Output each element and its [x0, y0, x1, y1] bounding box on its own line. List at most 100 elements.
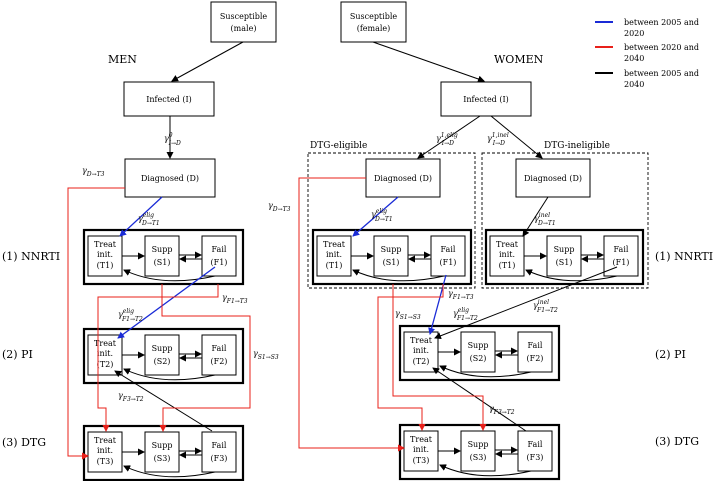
svg-text:(T1): (T1) [326, 261, 343, 270]
svg-text:(F3): (F3) [527, 453, 544, 462]
group-inel-nnrti [484, 228, 645, 286]
rate-f3-t2-male: γF3→T2 [118, 391, 144, 403]
arrow-diag-t1-eligible [352, 196, 399, 237]
svg-text:Fail: Fail [212, 344, 227, 353]
svg-text:Supp: Supp [152, 441, 173, 450]
node-susceptible-male: Susceptible (male) [210, 1, 277, 43]
node-supp-men-nnrti: Supp(S1) [144, 235, 180, 277]
svg-text:(male): (male) [231, 24, 257, 33]
node-supp-inel-nnrti: Supp (S1) [546, 235, 582, 277]
svg-text:(S3): (S3) [154, 454, 171, 463]
arrow-f3-t2-female [432, 367, 527, 432]
group-men-pi [82, 327, 245, 385]
svg-text:Treat: Treat [94, 339, 117, 348]
svg-text:(S1): (S1) [383, 258, 400, 267]
rate-f1-t3-female: γF1→T3 [448, 289, 474, 301]
svg-text:(F2): (F2) [211, 357, 228, 366]
row-label-pi-left: (2) PI [2, 348, 33, 361]
node-diagnosed-male: Diagnosed (D) [124, 158, 216, 198]
svg-text:(female): (female) [357, 24, 391, 33]
svg-text:(F2): (F2) [527, 354, 544, 363]
arrow-sus-inf-female [372, 41, 485, 83]
svg-text:init.: init. [326, 250, 342, 259]
svg-text:init.: init. [97, 446, 113, 455]
svg-text:(S2): (S2) [154, 357, 171, 366]
arrow-s1-s3-female [392, 284, 487, 431]
arrow-f-t-women-dtg [439, 464, 532, 477]
row-label-dtg-left: (3) DTG [2, 436, 46, 449]
arrow-inf-diag-eligible [417, 115, 481, 159]
svg-text:Supp: Supp [554, 245, 575, 254]
svg-text:Fail: Fail [212, 245, 227, 254]
svg-text:(T3): (T3) [413, 456, 430, 465]
arrow-s1-s3-male [159, 284, 251, 432]
svg-text:Supp: Supp [468, 440, 489, 449]
node-fail-men-nnrti: Fail (F1) [201, 235, 237, 277]
svg-text:(S2): (S2) [470, 354, 487, 363]
node-fail-women-pi: Fail (F2) [517, 331, 553, 373]
arrow-sus-inf-male [171, 41, 244, 82]
node-fail-inel-nnrti: Fail(F1) [603, 235, 639, 277]
heading-men: MEN [108, 53, 137, 66]
svg-text:(S1): (S1) [154, 258, 171, 267]
svg-text:Fail: Fail [212, 441, 227, 450]
rate-d-t3-female: γD→T3 [268, 201, 291, 213]
svg-text:Fail: Fail [528, 341, 543, 350]
legend-label-blue-1: between 2005 and [624, 18, 699, 27]
group-dtg-eligible [307, 152, 476, 289]
arrow-diag-t3-male [67, 187, 125, 460]
arrow-f-t-men-pi [123, 368, 216, 381]
legend-label-blue-2: 2020 [624, 29, 644, 38]
svg-text:Diagnosed (D): Diagnosed (D) [524, 174, 582, 183]
svg-text:Susceptible: Susceptible [220, 12, 268, 21]
node-supp-women-pi: Supp(S2) [460, 331, 496, 373]
node-supp-men-pi: Supp (S2) [144, 334, 180, 376]
group-men-nnrti [82, 228, 245, 286]
svg-text:init.: init. [413, 346, 429, 355]
svg-text:(F1): (F1) [211, 258, 228, 267]
svg-text:(S3): (S3) [470, 453, 487, 462]
svg-text:Susceptible: Susceptible [350, 12, 398, 21]
svg-text:Treat: Treat [496, 240, 519, 249]
svg-text:Supp: Supp [381, 245, 402, 254]
node-fail-men-pi: Fail (F2) [201, 334, 237, 376]
group-elig-nnrti [311, 228, 473, 286]
svg-text:(F1): (F1) [440, 258, 457, 267]
svg-text:init.: init. [413, 445, 429, 454]
svg-text:Treat: Treat [94, 436, 117, 445]
svg-text:(F1): (F1) [613, 258, 630, 267]
legend-label-red-2: 2040 [624, 54, 644, 63]
svg-text:(S1): (S1) [556, 258, 573, 267]
svg-text:Supp: Supp [152, 344, 173, 353]
node-diagnosed-ineligible: Diagnosed (D) [515, 158, 591, 198]
arrow-f1-t2-male [117, 266, 216, 339]
arrow-diag-t1-ineligible [522, 196, 549, 237]
arrow-f1-t3-male [97, 284, 219, 432]
svg-text:(F3): (F3) [211, 454, 228, 463]
svg-text:Fail: Fail [441, 245, 456, 254]
arrow-inf-diag-ineligible [490, 115, 543, 159]
arrow-f-t-elig-nnrti [352, 269, 445, 282]
arrow-f-t-inel-nnrti [525, 269, 618, 282]
rate-f3-t2-female: γF3→T2 [489, 404, 515, 416]
treatment-subnodes: Treatinit.(T1)Supp(S1)Fail(F1)Treatinit.… [87, 235, 639, 478]
svg-text:init.: init. [97, 349, 113, 358]
node-supp-men-dtg: Supp (S3) [144, 431, 180, 473]
row-label-nnrti-right: (1) NNRTI [655, 250, 713, 263]
svg-text:init.: init. [499, 250, 515, 259]
rate-s1-s3-male: γS1→S3 [253, 349, 279, 361]
arrow-diag-t1-male [119, 196, 163, 237]
node-susceptible-female: Susceptible (female) [340, 1, 407, 43]
